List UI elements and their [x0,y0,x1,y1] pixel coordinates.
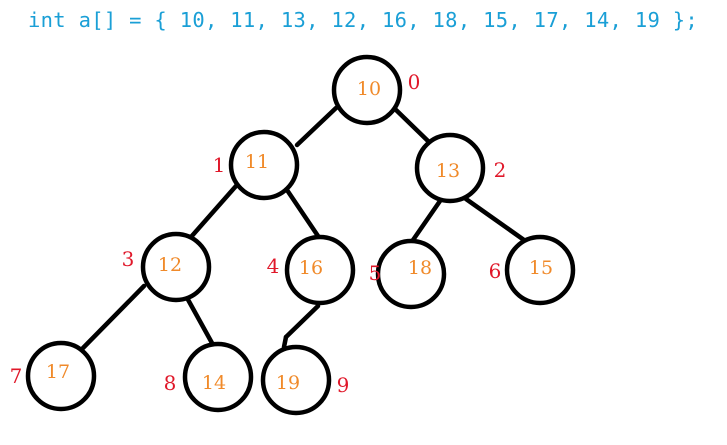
node-index: 2 [494,158,507,182]
node-circle [260,344,332,416]
node-index: 9 [337,373,350,397]
tree-node-1: 11 1 [213,129,300,201]
edge-3-8 [183,293,215,346]
node-index: 1 [213,153,226,177]
node-circle [228,129,300,201]
node-value: 14 [202,372,226,394]
tree-node-6: 15 6 [489,234,576,306]
node-circle [414,132,486,204]
edge-0-1 [294,105,339,148]
edge-1-3 [188,183,239,240]
node-index: 4 [267,254,280,278]
node-value: 16 [299,257,323,279]
node-value: 13 [436,160,460,182]
edge-2-5 [410,198,443,243]
node-circle [504,234,576,306]
edge-0-2 [391,105,431,144]
tree-node-2: 13 2 [414,132,507,204]
node-circle [25,340,97,412]
tree-node-0: 10 0 [331,54,421,126]
tree-edges [80,105,527,351]
node-circle [375,238,447,310]
node-circle [284,234,356,306]
tree-node-5: 18 5 [369,238,447,310]
node-circle [331,54,403,126]
node-circle [182,341,254,413]
array-declaration: int a[] = { 10, 11, 13, 12, 16, 18, 15, … [28,8,699,32]
edge-3-7 [80,283,147,351]
node-value: 17 [46,361,70,383]
node-value: 12 [158,254,182,276]
node-index: 7 [10,364,23,388]
node-index: 0 [408,70,421,94]
edge-1-4 [284,187,321,239]
node-index: 8 [164,371,177,395]
node-value: 15 [529,257,553,279]
tree-nodes: 10 0 11 1 13 2 12 3 16 4 18 5 [10,54,576,416]
tree-node-8: 14 8 [164,341,254,413]
tree-node-4: 16 4 [267,234,356,306]
node-index: 6 [489,259,502,283]
tree-node-3: 12 3 [122,231,212,303]
edge-2-6 [463,196,527,243]
node-value: 18 [408,257,432,279]
node-value: 19 [276,372,300,394]
tree-node-7: 17 7 [10,340,97,412]
edge-4-9-tail [281,334,289,350]
node-index: 5 [369,261,382,285]
node-value: 11 [245,151,269,173]
node-index: 3 [122,247,135,271]
node-circle [140,231,212,303]
tree-node-9: 19 9 [260,344,350,416]
node-value: 10 [357,78,381,100]
edge-4-9 [283,303,321,340]
